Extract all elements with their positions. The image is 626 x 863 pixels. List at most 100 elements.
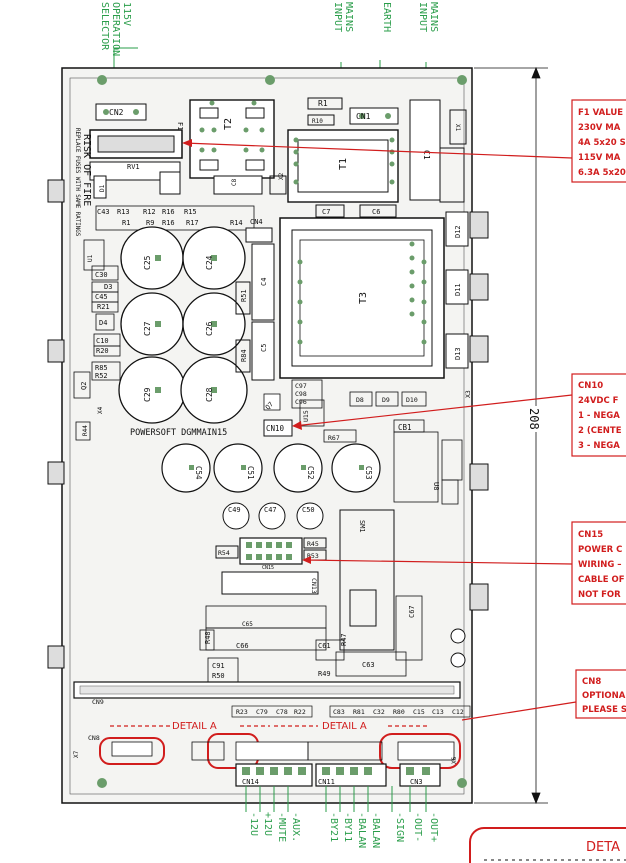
callout-f1-line1: F1 VALUE xyxy=(578,108,623,118)
resistor-row: C43 R13 R12 R16 R15 R1 R9 R16 R17 R14 CN… xyxy=(95,205,273,243)
detail-a-right: DETAIL A xyxy=(322,721,367,732)
q2-label: Q2 xyxy=(80,382,88,390)
d12-label: D12 xyxy=(454,225,462,238)
callout-cn8: CN8 OPTIONA PLEASE S xyxy=(461,669,626,721)
r45-label: R45 xyxy=(307,540,319,548)
res-r1: R1 xyxy=(122,219,130,227)
pin-plus-12u: +12U xyxy=(262,812,273,836)
cn15-label: CN15 xyxy=(262,565,274,571)
middle-section xyxy=(263,379,463,505)
bottom-small-parts xyxy=(111,741,455,761)
d4-label: D4 xyxy=(99,319,107,327)
callout-cn15: CN15 POWER C WIRING – CABLE OF NOT FOR xyxy=(302,521,626,605)
round-parts xyxy=(450,628,466,668)
c7-label: C7 xyxy=(322,208,330,216)
callout-cn15-line5: NOT FOR xyxy=(578,590,621,600)
bottom-connectors xyxy=(235,763,441,787)
c97-label: C97 xyxy=(295,382,307,390)
d3-label: D3 xyxy=(104,283,112,291)
bot-c32: C32 xyxy=(373,708,385,716)
rv1-label: RV1 xyxy=(127,163,140,171)
left-small-parts xyxy=(73,239,121,441)
small-cap-labels: C49 C47 C50 xyxy=(228,506,315,514)
t3-pads xyxy=(297,241,427,345)
mains-input-right-1: MAINS xyxy=(428,2,439,32)
bot-r80: R80 xyxy=(393,708,405,716)
c45-label: C45 xyxy=(95,293,108,301)
c51-label: C51 xyxy=(246,466,255,480)
r52-label: R52 xyxy=(95,372,108,380)
bot-c15: C15 xyxy=(413,708,425,716)
c50-label: C50 xyxy=(302,506,315,514)
risk-of-fire: RISK OF FIRE xyxy=(81,134,92,206)
x4-label: X4 xyxy=(97,406,104,414)
r84-label: R84 xyxy=(240,349,248,362)
c28-label: C28 xyxy=(205,387,214,402)
c54-label: C54 xyxy=(194,466,203,480)
cap-row xyxy=(161,443,381,493)
r54-label: R54 xyxy=(218,549,230,557)
res-r12: R12 xyxy=(143,208,156,216)
t3-label: T3 xyxy=(358,292,369,304)
r44-label: R44 xyxy=(82,425,89,436)
x7-label: X7 xyxy=(73,750,80,758)
cn9-label: CN9 xyxy=(92,698,104,706)
c96-label: C96 xyxy=(295,398,307,406)
pin-sign: -SIGN xyxy=(394,812,405,842)
cn11-label: CN11 xyxy=(318,778,335,786)
bottom-resistor-row: R23 C79 C78 R22 C83 R81 C32 R80 C15 C13 … xyxy=(231,705,471,718)
d10-label: D10 xyxy=(406,396,418,404)
small-caps xyxy=(222,502,324,530)
selector-label-2: OPERATION xyxy=(110,2,121,56)
left-labels: C30 D3 C45 R21 D4 C10 R20 R85 R52 Q2 X4 … xyxy=(80,254,112,436)
dimension-line xyxy=(474,66,548,805)
pin-by21: -BY21 xyxy=(328,812,339,842)
callout-cn10-line5: 3 - NEGA xyxy=(578,441,620,451)
callout-cn15-line3: WIRING – xyxy=(578,560,622,570)
cap-row-pads xyxy=(189,465,364,470)
dimension-label: 208 xyxy=(527,408,541,430)
c10-label: C10 xyxy=(96,337,109,345)
bot-c83: C83 xyxy=(333,708,345,716)
callout-cn15-line1: CN15 xyxy=(578,530,603,540)
bot-r22: R22 xyxy=(294,708,306,716)
d1-label: D1 xyxy=(99,184,106,192)
bottom-small-labels: X7 X6 CN8 xyxy=(73,734,458,764)
callout-cn8-line2: OPTIONA xyxy=(582,691,626,701)
callout-cn15-line2: POWER C xyxy=(578,545,622,555)
c98-label: C98 xyxy=(295,390,307,398)
c26-label: C26 xyxy=(205,321,214,336)
callout-cn10-line1: CN10 xyxy=(578,381,603,391)
x1-label: X1 xyxy=(454,124,461,132)
r53-label: R53 xyxy=(307,552,319,560)
cn15-connector xyxy=(215,537,327,565)
cap-row-labels: C54 C51 C52 C53 xyxy=(194,466,373,480)
f1-label: F1 xyxy=(176,122,184,130)
r1-label: R1 xyxy=(318,99,328,108)
bot-r81: R81 xyxy=(353,708,365,716)
selector-label-1: 115V xyxy=(121,2,132,26)
sm1-label: SM1 xyxy=(358,520,366,533)
bot-c78: C78 xyxy=(276,708,288,716)
cn9-connector xyxy=(73,681,461,699)
d8-label: D8 xyxy=(356,396,364,404)
cn13-box xyxy=(221,571,319,595)
pin-leaders xyxy=(245,786,427,812)
pin-balan-1: -BALAN xyxy=(356,812,367,848)
right-diode-labels: D12 D11 D13 xyxy=(454,225,462,360)
u8-label: U8 xyxy=(432,482,440,490)
bot-c79: C79 xyxy=(256,708,268,716)
selector-label-3: SELECTOR xyxy=(99,2,110,51)
c65-label: C65 xyxy=(242,621,253,628)
r20-label: R20 xyxy=(96,347,109,355)
warning-text: RISK OF FIRE REPLACE FUSES WITH SAME RAT… xyxy=(74,128,92,237)
res-r17: R17 xyxy=(186,219,199,227)
top-comp-labels: CN2 CN1 R1 R10 T2 T1 C1 X1 F1 RV1 D1 C8 … xyxy=(99,99,461,216)
c49-label: C49 xyxy=(228,506,241,514)
t3-transformer xyxy=(279,217,445,379)
board-name: POWERSOFT DGMMAIN15 xyxy=(130,428,227,438)
pin-mute: -MUTE xyxy=(276,812,287,842)
mains-input-left-1: MAINS xyxy=(343,2,354,32)
cn15-labels: R54 R45 R53 CN15 xyxy=(218,540,319,571)
large-cap-pads xyxy=(155,255,217,393)
